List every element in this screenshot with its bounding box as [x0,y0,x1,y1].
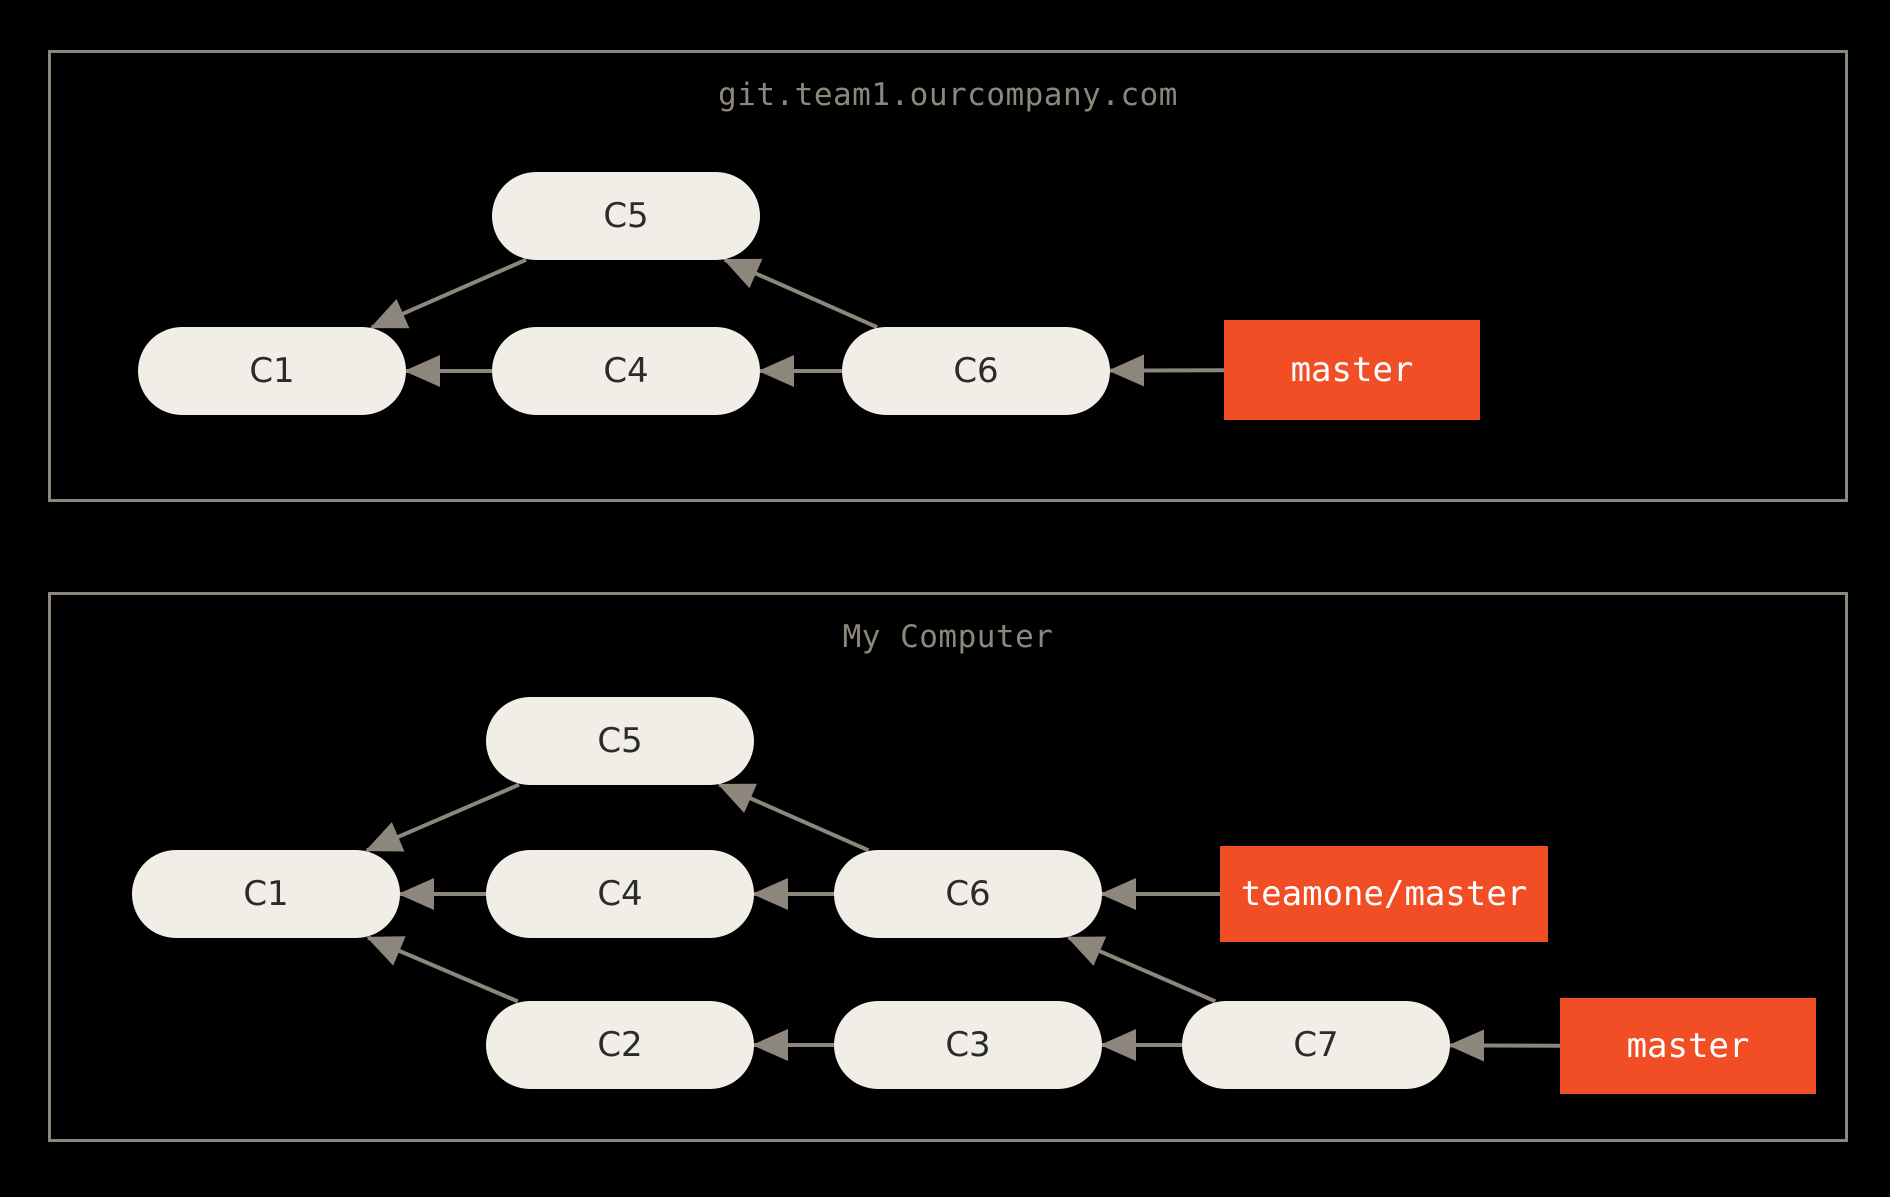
branch-label-text: master [1290,350,1414,390]
commit-node-local-c6[interactable]: C6 [834,850,1102,938]
commit-node-remote-c4[interactable]: C4 [492,327,760,415]
commit-label: C1 [249,351,295,391]
commit-node-local-c3[interactable]: C3 [834,1001,1102,1089]
branch-label-remote-master[interactable]: master [1224,320,1480,420]
commit-label: C2 [597,1025,643,1065]
panel-local-title: My Computer [842,619,1054,655]
commit-node-local-c4[interactable]: C4 [486,850,754,938]
panel-my-computer: My Computer [48,592,1848,1142]
branch-label-local-teamone-master[interactable]: teamone/master [1220,846,1548,942]
panel-remote-server: git.team1.ourcompany.com [48,50,1848,502]
branch-label-text: teamone/master [1240,874,1528,914]
branch-label-local-master[interactable]: master [1560,998,1816,1094]
commit-node-local-c7[interactable]: C7 [1182,1001,1450,1089]
commit-node-remote-c6[interactable]: C6 [842,327,1110,415]
commit-label: C1 [243,874,289,914]
panel-remote-title: git.team1.ourcompany.com [718,77,1178,113]
commit-node-remote-c1[interactable]: C1 [138,327,406,415]
commit-label: C6 [945,874,991,914]
commit-label: C7 [1293,1025,1339,1065]
commit-node-local-c1[interactable]: C1 [132,850,400,938]
commit-node-local-c5[interactable]: C5 [486,697,754,785]
commit-label: C6 [953,351,999,391]
commit-node-remote-c5[interactable]: C5 [492,172,760,260]
commit-label: C4 [603,351,649,391]
branch-label-text: master [1626,1026,1750,1066]
commit-node-local-c2[interactable]: C2 [486,1001,754,1089]
commit-label: C4 [597,874,643,914]
commit-label: C5 [597,721,643,761]
commit-label: C3 [945,1025,991,1065]
commit-label: C5 [603,196,649,236]
